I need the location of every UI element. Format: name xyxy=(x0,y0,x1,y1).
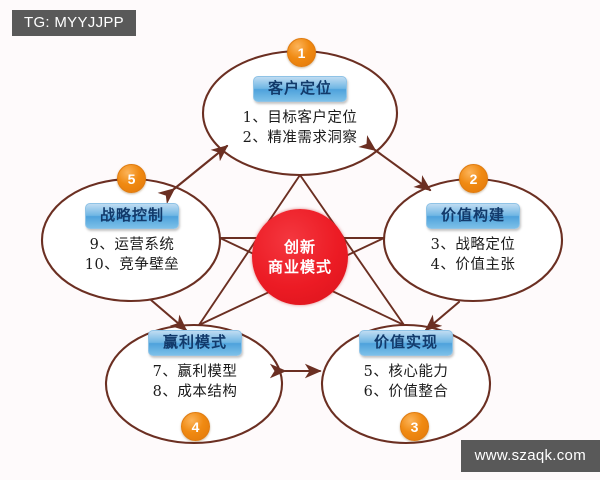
site-watermark: www.szaqk.com xyxy=(460,440,600,472)
node-strategic-control[interactable]: 战略控制 9、运营系统 10、竞争壁垒 xyxy=(44,203,220,275)
star-edge-4-1 xyxy=(198,174,301,326)
node-title-5: 战略控制 xyxy=(84,203,179,229)
node-item: 8、成本结构 xyxy=(152,384,238,400)
node-value-realization[interactable]: 价值实现 5、核心能力 6、价值整合 xyxy=(324,330,488,402)
node-item: 2、精准需求洞察 xyxy=(242,130,358,146)
tg-watermark: TG: MYYJJPP xyxy=(12,10,136,36)
node-badge-1[interactable]: 1 xyxy=(287,38,316,67)
node-items-4: 7、赢利模型 8、成本结构 xyxy=(153,362,238,402)
arrow-1-to-2 xyxy=(358,135,432,192)
node-title-2: 价值构建 xyxy=(425,203,520,229)
hub-line-1: 创新 xyxy=(283,238,316,256)
node-customer-positioning[interactable]: 客户定位 1、目标客户定位 2、精准需求洞察 xyxy=(203,76,397,148)
node-value-construction[interactable]: 价值构建 3、战略定位 4、价值主张 xyxy=(386,203,560,275)
node-item: 5、核心能力 xyxy=(363,364,449,380)
star-edge-1-3 xyxy=(299,174,405,326)
node-item: 1、目标客户定位 xyxy=(242,110,358,126)
hub-line-2: 商业模式 xyxy=(267,258,332,276)
node-title-4: 赢利模式 xyxy=(147,330,242,356)
node-item: 4、价值主张 xyxy=(430,257,516,273)
node-items-2: 3、战略定位 4、价值主张 xyxy=(431,235,516,275)
node-arrows xyxy=(149,135,461,379)
arrow-4-to-5 xyxy=(149,298,188,332)
node-item: 7、赢利模型 xyxy=(152,364,238,380)
node-title-1: 客户定位 xyxy=(252,76,347,102)
node-badge-5[interactable]: 5 xyxy=(117,164,146,193)
node-profit-model[interactable]: 赢利模式 7、赢利模型 8、成本结构 xyxy=(110,330,280,402)
node-badge-2[interactable]: 2 xyxy=(459,164,488,193)
node-badge-4[interactable]: 4 xyxy=(181,412,210,441)
arrow-2-to-3 xyxy=(424,300,461,332)
node-item: 9、运营系统 xyxy=(89,237,175,253)
node-items-1: 1、目标客户定位 2、精准需求洞察 xyxy=(243,108,358,148)
node-item: 6、价值整合 xyxy=(363,384,449,400)
node-item: 3、战略定位 xyxy=(430,237,516,253)
center-hub[interactable]: 创新 商业模式 xyxy=(252,209,348,305)
arrow-5-to-1 xyxy=(157,144,229,205)
node-item: 10、竞争壁垒 xyxy=(84,257,180,273)
node-items-3: 5、核心能力 6、价值整合 xyxy=(364,362,449,402)
node-title-3: 价值实现 xyxy=(358,330,453,356)
node-badge-3[interactable]: 3 xyxy=(400,412,429,441)
node-items-5: 9、运营系统 10、竞争壁垒 xyxy=(85,235,179,275)
